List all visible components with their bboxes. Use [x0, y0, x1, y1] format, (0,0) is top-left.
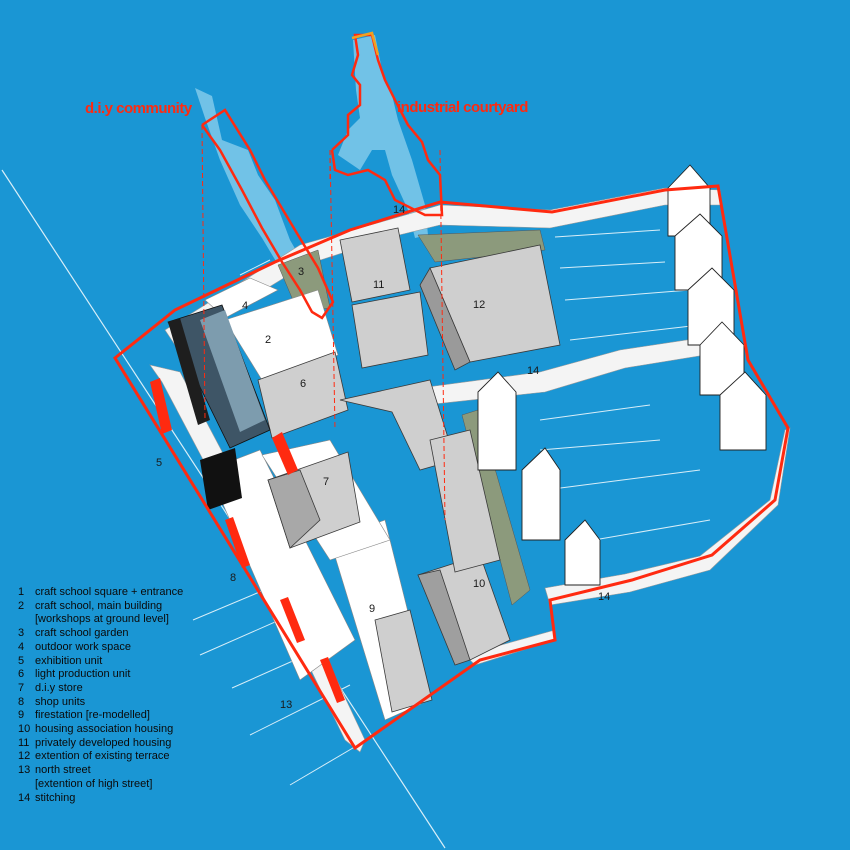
label-3: 3 — [298, 266, 304, 278]
label-13: 13 — [280, 699, 292, 711]
label-9: 9 — [369, 603, 375, 615]
building-9 — [374, 609, 433, 713]
label-2: 2 — [265, 334, 271, 346]
label-6: 6 — [300, 378, 306, 390]
title-diy-community: d.i.y community — [85, 100, 193, 117]
building-mid-houses — [429, 429, 501, 573]
label-5: 5 — [156, 457, 162, 469]
map-numbers: 2 3 4 5 6 7 8 9 10 11 12 13 14 14 14 — [156, 204, 610, 711]
diy-volume — [195, 88, 312, 292]
building-6 — [257, 351, 349, 439]
label-14-mid: 14 — [527, 365, 539, 377]
label-12: 12 — [473, 299, 485, 311]
site-boundary — [113, 184, 790, 751]
exhibition-unit — [167, 304, 271, 510]
label-4: 4 — [242, 300, 248, 312]
legend-item: [extention of high street] — [35, 777, 153, 790]
label-8: 8 — [230, 572, 236, 584]
label-7: 7 — [323, 476, 329, 488]
courtyard-garden — [417, 229, 546, 263]
label-11: 11 — [373, 279, 384, 291]
terrace-houses — [477, 164, 767, 586]
title-industrial-courtyard: industrial courtyard — [397, 99, 528, 116]
buildings — [257, 227, 561, 713]
courtyard-volume — [338, 35, 428, 238]
building-11a — [339, 227, 411, 303]
street-lines — [192, 229, 711, 786]
building-12-side — [419, 267, 471, 371]
label-14-bottom: 14 — [598, 591, 610, 603]
shop-fronts — [150, 378, 345, 703]
building-11b — [351, 291, 429, 369]
projection-lines — [201, 124, 446, 521]
building-10-side — [417, 569, 471, 666]
label-14-top: 14 — [393, 204, 405, 216]
courtyard-outline — [330, 33, 444, 217]
legend-item: [workshops at ground level] — [35, 613, 169, 626]
diy-outline — [200, 108, 335, 320]
label-10: 10 — [473, 578, 485, 590]
courtyard-orange-top — [351, 31, 380, 56]
volume-outlines — [200, 33, 444, 320]
